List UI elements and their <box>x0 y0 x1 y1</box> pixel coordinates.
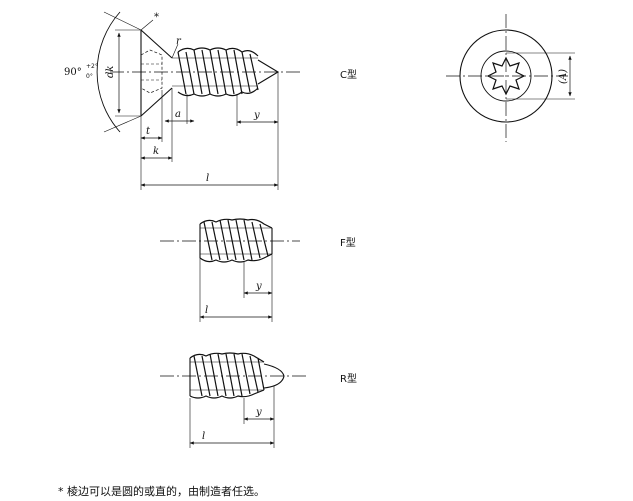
edge-note-star: * <box>154 12 159 23</box>
f-thread <box>199 218 273 263</box>
end-view <box>446 14 575 142</box>
footnote: * 棱边可以是圆的或直的，由制造者任选。 <box>58 485 265 498</box>
c-type-side-view <box>96 11 302 190</box>
r-label: r <box>176 36 182 47</box>
c-thread <box>177 47 259 97</box>
angle-tol-plus: +2° <box>86 63 98 70</box>
t-label: t <box>146 126 151 137</box>
c-type-label: C型 <box>340 68 357 81</box>
a-recess-label: (A) <box>558 69 569 84</box>
r-type-side-view <box>160 352 306 448</box>
end-view-outer-circle <box>459 29 553 123</box>
hexalobular-recess <box>486 56 526 96</box>
k-label: k <box>153 146 159 157</box>
r-thread <box>189 352 265 399</box>
c-l-label: l <box>206 173 209 184</box>
f-type-label: F型 <box>340 236 356 249</box>
f-l-label: l <box>205 305 208 316</box>
f-y-label: y <box>255 281 262 292</box>
r-l-label: l <box>202 431 205 442</box>
angle-label: 90° <box>64 67 82 78</box>
c-y-label: y <box>253 110 260 121</box>
r-type-label: R型 <box>340 372 357 385</box>
c-head-cone-top <box>140 29 173 59</box>
angle-tol-minus: 0° <box>86 73 93 80</box>
c-head-cone-bottom <box>140 87 173 117</box>
f-type-side-view <box>160 218 300 322</box>
a-label: a <box>175 109 181 120</box>
c-angle-arc <box>96 11 121 133</box>
c-recess-hidden-line <box>140 49 163 94</box>
end-view-recess-circle <box>480 50 532 102</box>
r-y-label: y <box>255 407 262 418</box>
dk-label: dk <box>105 66 116 78</box>
r-rounded-end <box>263 363 285 389</box>
